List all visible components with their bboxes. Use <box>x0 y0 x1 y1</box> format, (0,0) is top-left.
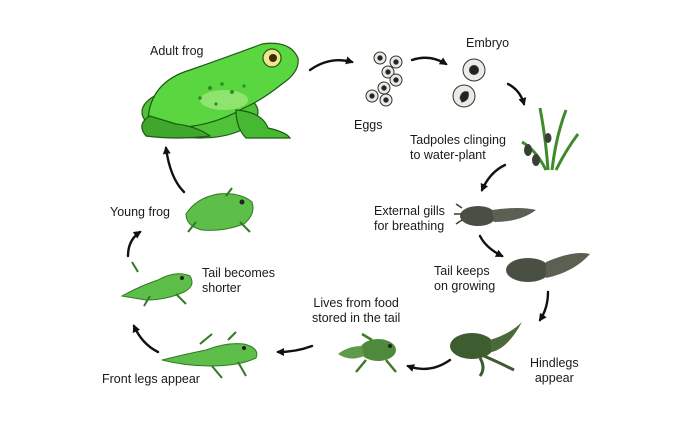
growing-tadpole-illustration <box>506 253 590 282</box>
label-tadpoles-clinging: Tadpoles clinging to water-plant <box>410 133 506 162</box>
arrow-youngfrog-to-adult <box>162 146 186 194</box>
arrow-tadpoles-to-gills <box>480 163 507 192</box>
label-tail-becomes-shorter: Tail becomes shorter <box>202 266 275 295</box>
embryo-illustration <box>452 58 486 108</box>
eggs-illustration <box>365 51 403 107</box>
label-tail-keeps-growing: Tail keeps on growing <box>434 264 496 293</box>
young-frog-illustration <box>185 187 254 233</box>
frontlegs-froglet-illustration <box>161 331 258 379</box>
label-young-frog: Young frog <box>110 205 171 219</box>
arrow-eggs-to-embryo <box>410 56 448 66</box>
tail-shorter-froglet-illustration <box>120 261 193 307</box>
adult-frog-illustration <box>141 42 299 139</box>
arrow-frontlegs-to-tailshorter <box>132 324 160 354</box>
label-front-legs-appear: Front legs appear <box>102 372 200 386</box>
arrow-food-to-frontlegs <box>276 344 314 356</box>
arrow-tailshorter-to-youngfrog <box>126 230 142 258</box>
gills-tadpole-illustration <box>454 203 536 226</box>
hindlegs-tadpole-illustration <box>450 322 522 377</box>
label-hindlegs-appear: Hindlegs appear <box>530 356 579 385</box>
label-embryo: Embryo <box>466 36 510 50</box>
label-external-gills: External gills for breathing <box>374 204 445 233</box>
arrow-tail-to-hindlegs <box>538 290 550 322</box>
arrow-gills-to-tail <box>478 234 504 258</box>
label-lives-from-food: Lives from food stored in the tail <box>312 296 401 325</box>
cycle-arrows <box>126 56 550 372</box>
arrow-hindlegs-to-food <box>406 358 452 372</box>
froglet-with-tail-illustration <box>338 332 397 373</box>
arrow-frog-to-eggs <box>308 56 354 72</box>
tadpoles-on-plant-illustration <box>521 107 580 171</box>
label-adult-frog: Adult frog <box>150 44 204 58</box>
arrow-embryo-to-tadpoles <box>506 82 527 106</box>
label-eggs: Eggs <box>354 118 383 132</box>
